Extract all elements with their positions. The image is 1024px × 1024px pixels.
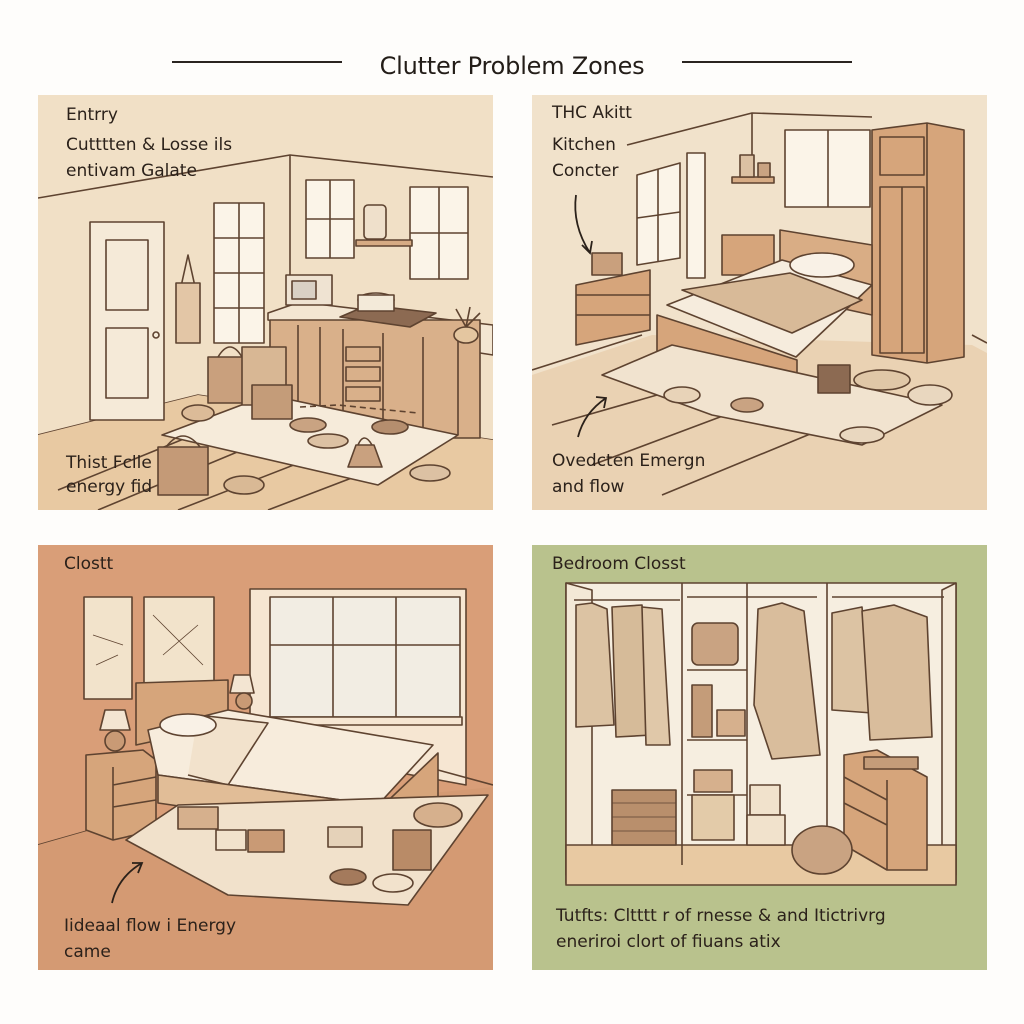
panel-heading-line-1: Entrry [66,105,118,125]
panel-closet: Clostt Iideaal flow i Energy came [38,545,493,970]
entry-illustration [38,154,493,510]
page-title: Clutter Problem Zones [379,52,645,80]
panel-caption-line-1: Iideaal flow i Energy [64,916,237,936]
panel-heading-line-2: Kitchen [552,135,616,155]
arrowhead [595,396,608,409]
up-right-arrow-icon [111,862,144,904]
panel-caption-line-2: and flow [552,477,625,497]
panel-bedroom-kitchen: THC Akitt Kitchen Concter Ovedcten Emerg… [532,95,987,510]
panel-caption-line-1: Thist Fclle [66,453,152,473]
title-rule-right [682,61,852,63]
title-rule-left [172,61,342,63]
panel-heading-line-3: Concter [552,161,619,181]
closet-bedroom-illustration [38,588,493,970]
panel-caption-line-2: came [64,942,111,962]
bedroom-illustration [532,112,987,510]
panel-heading-line-1: Clostt [64,554,114,574]
panel-caption-line-1: Ovedcten Emergn [552,451,706,471]
arrows [574,194,608,438]
panel-caption-line-1: Tutfts: Cltttt r of rnesse & and Itictri… [556,906,886,926]
panel-heading-line-1: THC Akitt [552,103,632,123]
panel-entry: Entrry Cutttten & Losse ils entivam Gala… [38,95,493,510]
panel-heading-line-2: Cutttten & Losse ils [66,135,233,155]
panel-caption-line-2: eneriroi clort of fiuans atix [556,932,781,952]
walk-in-closet-illustration [565,582,957,886]
panel-caption-line-2: energy fid [66,477,153,497]
up-right-arrow-icon [577,397,607,438]
panel-bedroom-closet: Bedroom Closst Tutfts: Cltttt r of rness… [532,545,987,970]
down-arrow-icon [574,194,591,254]
panel-heading-line-3: entivam Galate [66,161,197,181]
arrowhead [581,240,593,255]
panel-heading-line-1: Bedroom Closst [552,554,686,574]
